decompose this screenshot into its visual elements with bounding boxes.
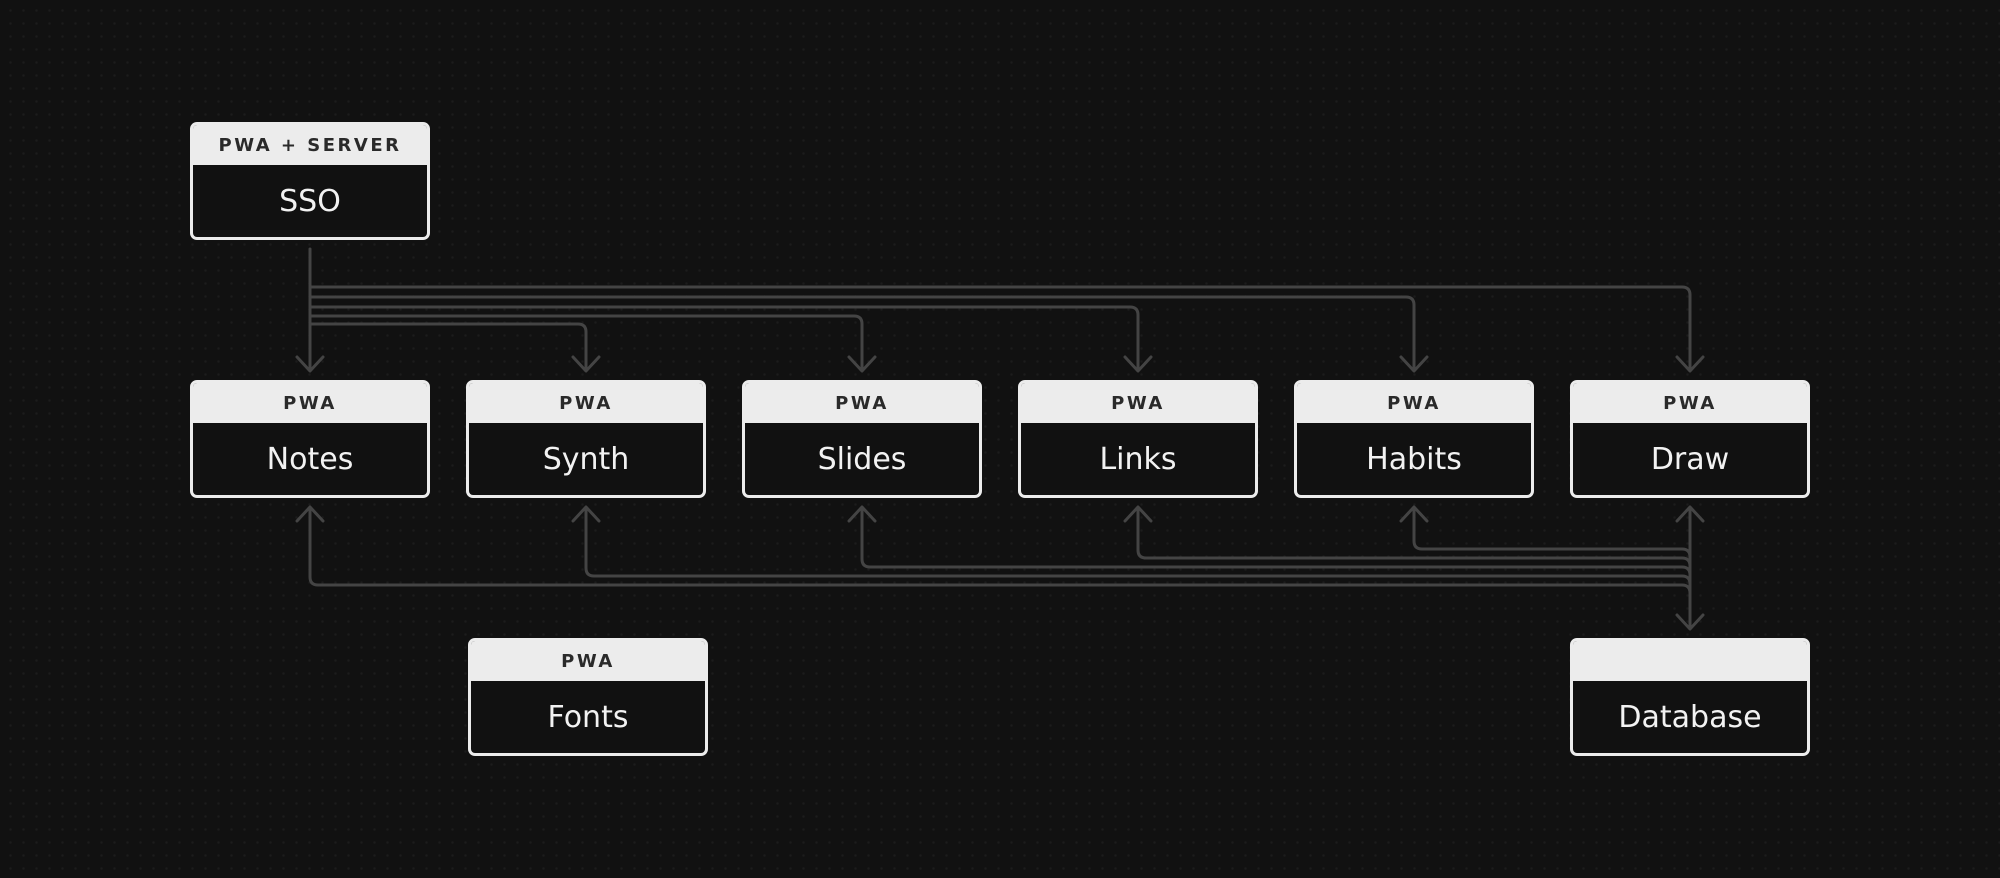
arrowhead-slides-bottom	[847, 505, 877, 523]
node-label: Notes	[266, 441, 354, 477]
node-tag: PWA	[469, 383, 703, 423]
node-tag: PWA	[193, 383, 427, 423]
wire-sso-draw	[308, 285, 1692, 372]
node-tag: PWA	[471, 641, 705, 681]
arrowhead-links-top	[1123, 355, 1153, 373]
node-tag: PWA + SERVER	[193, 125, 427, 165]
wire-db-habits	[1412, 506, 1692, 559]
arrowhead-habits-bottom	[1399, 505, 1429, 523]
node-tag: PWA	[745, 383, 979, 423]
node-label: Links	[1099, 441, 1177, 477]
arrowhead-synth-bottom	[571, 505, 601, 523]
node-label: SSO	[279, 183, 341, 219]
wire-sso-links	[308, 305, 1140, 372]
node-fonts[interactable]: PWA Fonts	[468, 638, 708, 756]
node-label: Fonts	[547, 699, 629, 735]
arrowhead-database-top	[1675, 613, 1705, 631]
wire-sso-slides	[308, 314, 864, 372]
node-tag: PWA	[1021, 383, 1255, 423]
arrowhead-notes-top	[295, 355, 325, 373]
arrowhead-habits-top	[1399, 355, 1429, 373]
arrowhead-notes-bottom	[295, 505, 325, 523]
node-label: Habits	[1366, 441, 1462, 477]
node-links[interactable]: PWA Links	[1018, 380, 1258, 498]
arrowhead-draw-top	[1675, 355, 1705, 373]
wire-sso-synth	[308, 322, 588, 372]
arrowhead-synth-top	[571, 355, 601, 373]
arrowhead-links-bottom	[1123, 505, 1153, 523]
node-draw[interactable]: PWA Draw	[1570, 380, 1810, 498]
node-label: Draw	[1650, 441, 1730, 477]
wire-db-slides	[860, 506, 1692, 577]
node-tag	[1573, 641, 1807, 681]
node-label: Synth	[542, 441, 630, 477]
node-tag: PWA	[1297, 383, 1531, 423]
node-database[interactable]: Database	[1570, 638, 1810, 756]
arrowhead-slides-top	[847, 355, 877, 373]
node-sso[interactable]: PWA + SERVER SSO	[190, 122, 430, 240]
wire-sso-habits	[308, 295, 1416, 372]
node-habits[interactable]: PWA Habits	[1294, 380, 1534, 498]
node-synth[interactable]: PWA Synth	[466, 380, 706, 498]
arrowhead-draw-bottom	[1675, 505, 1705, 523]
node-label: Database	[1618, 699, 1762, 735]
node-label: Slides	[817, 441, 907, 477]
node-notes[interactable]: PWA Notes	[190, 380, 430, 498]
node-slides[interactable]: PWA Slides	[742, 380, 982, 498]
node-tag: PWA	[1573, 383, 1807, 423]
